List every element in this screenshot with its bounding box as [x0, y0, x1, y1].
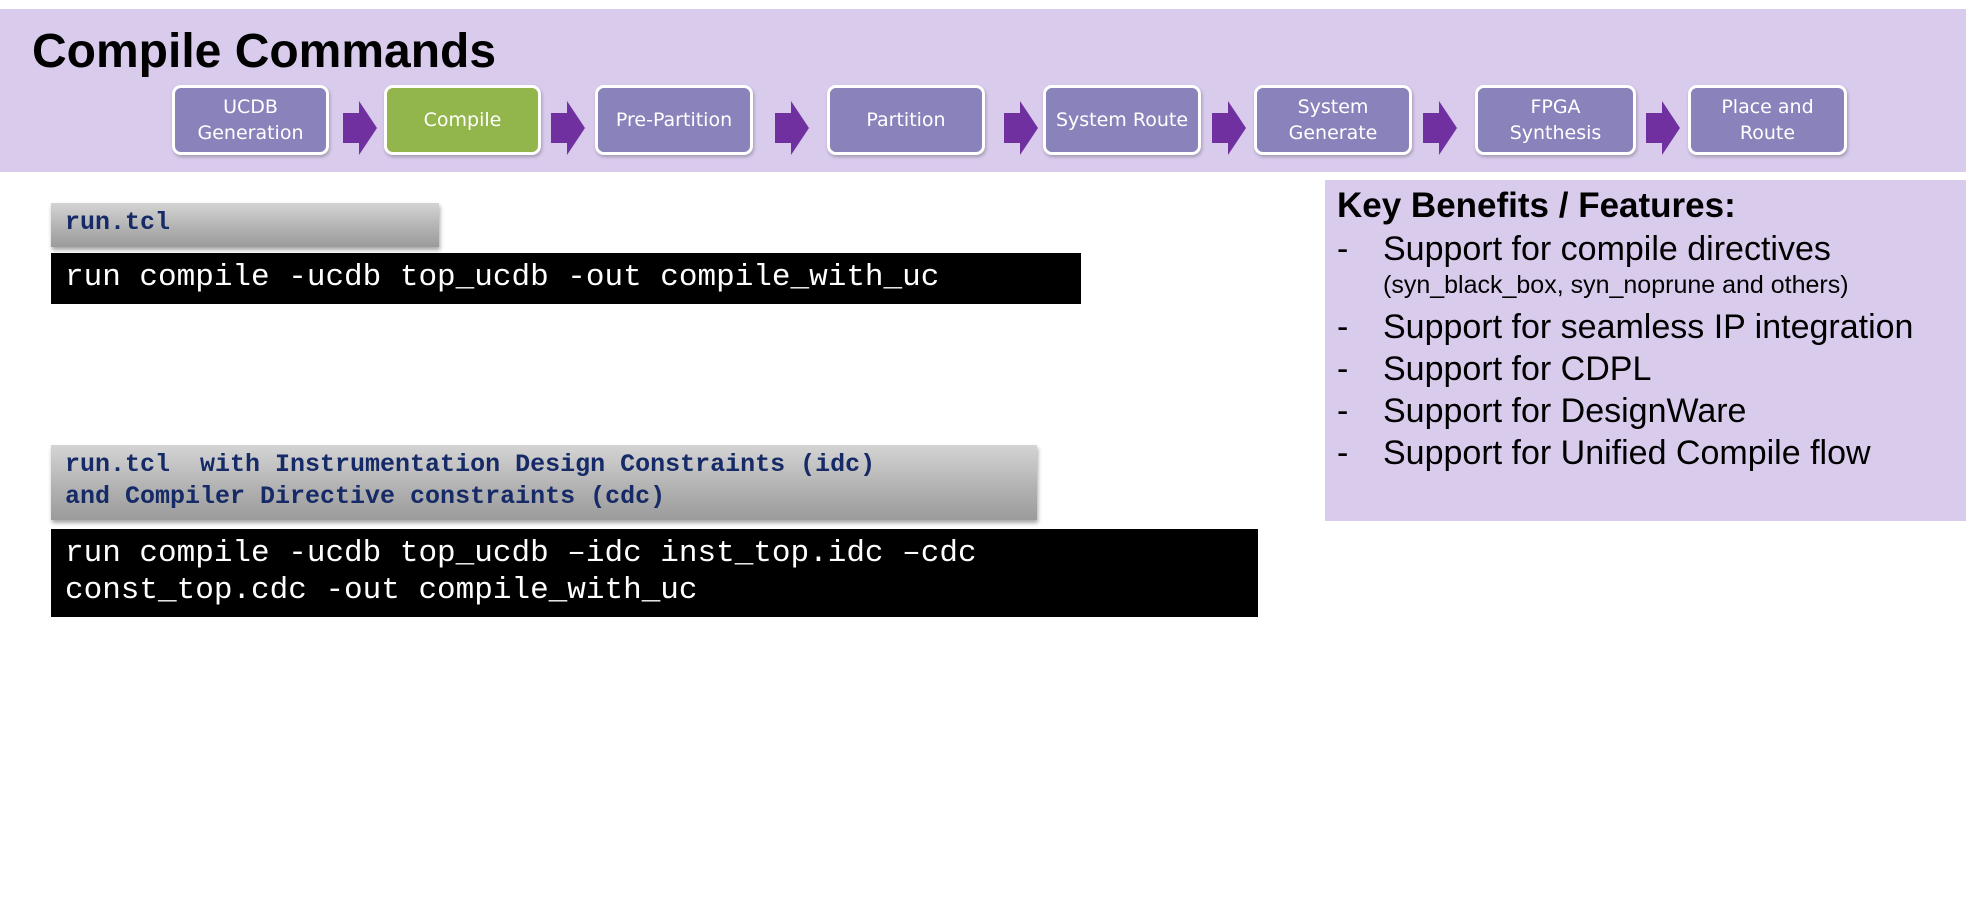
flow-step-label: Place and Route	[1721, 96, 1814, 144]
code-label-run-tcl-idc-cdc: run.tcl with Instrumentation Design Cons…	[51, 445, 1037, 520]
flow-step-label: FPGA Synthesis	[1509, 96, 1602, 144]
flow-step-system-route[interactable]: System Route	[1043, 85, 1201, 155]
flow-step-label: Partition	[866, 109, 946, 131]
flow-step-ucdb-generation[interactable]: UCDB Generation	[172, 85, 329, 155]
bullet-dash: -	[1337, 350, 1349, 388]
bullet-dash: -	[1337, 230, 1349, 268]
key-benefits-panel: Key Benefits / Features: - Support for c…	[1325, 180, 1966, 521]
arrow-right-icon	[1004, 101, 1038, 155]
code-block-compile-idc-cdc: run compile -ucdb top_ucdb –idc inst_top…	[51, 529, 1258, 617]
benefit-text: Support for CDPL	[1383, 350, 1652, 388]
arrow-right-icon	[1212, 101, 1246, 155]
flow-step-system-generate[interactable]: System Generate	[1254, 85, 1412, 155]
bullet-dash: -	[1337, 392, 1349, 430]
benefit-item: - Support for DesignWare	[1337, 390, 1954, 432]
flow-step-label: Pre-Partition	[615, 109, 733, 131]
arrow-right-icon	[775, 101, 809, 155]
code-block-compile: run compile -ucdb top_ucdb -out compile_…	[51, 253, 1081, 304]
code-label-run-tcl: run.tcl	[51, 203, 439, 247]
arrow-right-icon	[551, 101, 585, 155]
flow-step-partition[interactable]: Partition	[827, 85, 985, 155]
benefit-item: - Support for CDPL	[1337, 348, 1954, 390]
arrow-right-icon	[1423, 101, 1457, 155]
benefits-title: Key Benefits / Features:	[1337, 186, 1736, 225]
flow-step-fpga-synthesis[interactable]: FPGA Synthesis	[1475, 85, 1636, 155]
bullet-dash: -	[1337, 434, 1349, 472]
page-title: Compile Commands	[32, 25, 497, 78]
flow-step-label: Compile	[423, 109, 502, 131]
benefit-item: - Support for Unified Compile flow	[1337, 432, 1954, 474]
header-banner: Compile Commands UCDB Generation Compile…	[0, 9, 1966, 172]
arrow-right-icon	[1646, 101, 1680, 155]
benefit-text: Support for compile directives	[1383, 230, 1831, 268]
flow-step-compile[interactable]: Compile	[384, 85, 541, 155]
benefit-item: - Support for seamless IP integration	[1337, 306, 1954, 348]
arrow-right-icon	[343, 101, 377, 155]
flow-step-place-and-route[interactable]: Place and Route	[1688, 85, 1847, 155]
bullet-dash: -	[1337, 308, 1349, 346]
benefit-text: Support for DesignWare	[1383, 392, 1747, 430]
flow-step-label: System Generate	[1288, 96, 1378, 144]
flow-step-label: System Route	[1055, 109, 1189, 131]
flow-step-label: UCDB Generation	[197, 96, 304, 144]
flow-step-pre-partition[interactable]: Pre-Partition	[595, 85, 753, 155]
benefit-item: - Support for compile directives	[1337, 228, 1954, 270]
benefit-text: Support for Unified Compile flow	[1383, 434, 1871, 472]
benefit-text: Support for seamless IP integration	[1383, 308, 1914, 346]
benefit-note: (syn_black_box, syn_noprune and others)	[1383, 271, 1849, 299]
